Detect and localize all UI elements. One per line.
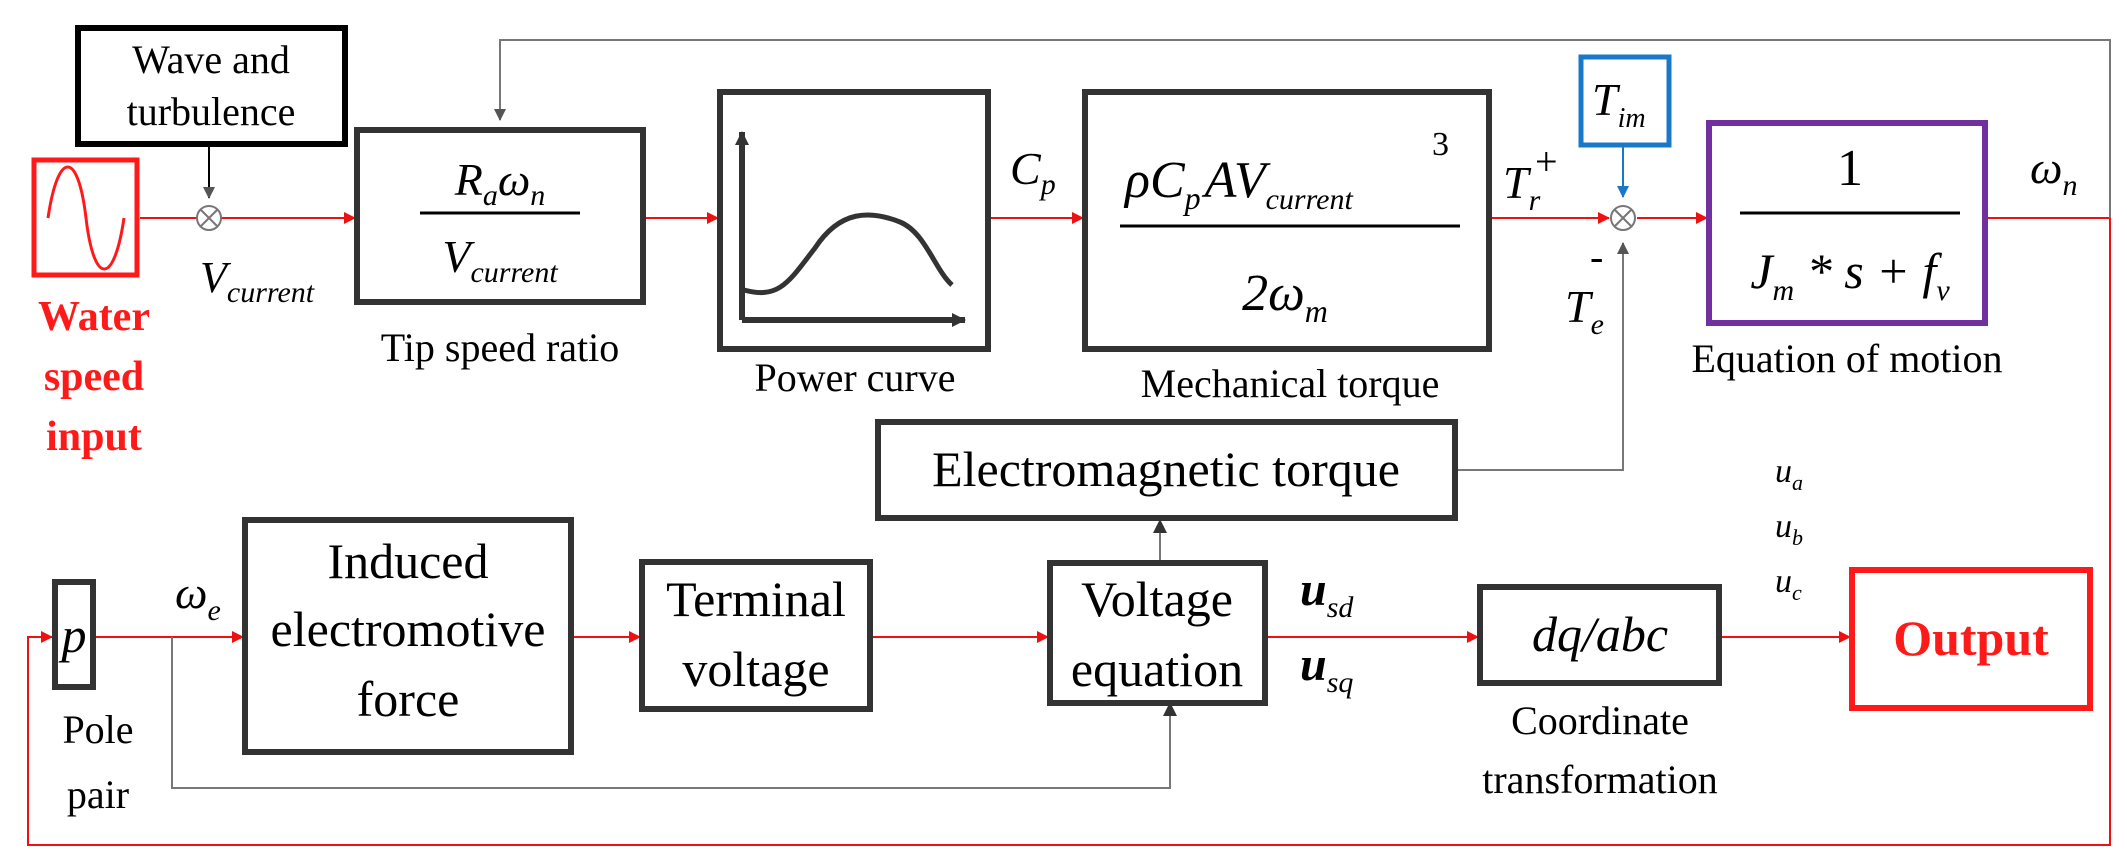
signal-te: Te [1565, 281, 1604, 341]
wave-line1: Wave and [132, 37, 290, 82]
tsr-caption: Tip speed ratio [381, 325, 620, 370]
pole-caption-line2: pair [67, 772, 129, 817]
dqabc-caption-line2: transformation [1482, 757, 1718, 802]
terminal-voltage-block: Terminal voltage [639, 559, 873, 712]
signal-tr: Tr [1503, 157, 1541, 217]
pole-caption-line1: Pole [62, 707, 133, 752]
line-te-feedback [1455, 242, 1629, 471]
water-label-line2: speed [44, 354, 144, 400]
summing-junction-torque [1610, 205, 1636, 231]
summing-junction-water [196, 205, 222, 231]
signal-tr-sign: + [1535, 139, 1558, 184]
emf-line1: Induced [327, 533, 488, 589]
motion-numerator: 1 [1837, 140, 1863, 197]
signal-v-current: Vcurrent [200, 253, 315, 309]
power-curve-block [717, 89, 991, 352]
dq-abc-block: dq/abc [1477, 584, 1722, 686]
emtorque-label: Electromagnetic torque [932, 441, 1400, 497]
tip-speed-ratio-block: Raωn Vcurrent [354, 127, 646, 305]
voltage-line1: Voltage [1081, 571, 1233, 627]
induced-emf-block: Induced electromotive force [242, 517, 574, 755]
sine-wave-icon [46, 165, 126, 271]
water-speed-input-block: Water speed input [31, 157, 150, 460]
voltage-equation-block: Voltage equation [1047, 560, 1268, 706]
electromagnetic-torque-block: Electromagnetic torque [875, 419, 1458, 521]
signal-ua: ua [1775, 453, 1803, 495]
signal-usd: usd [1300, 563, 1354, 624]
tim-block: Tim [1578, 54, 1672, 148]
signal-omega-e: ωe [175, 567, 221, 627]
emf-line3: force [357, 671, 460, 727]
wave-turbulence-block: Wave and turbulence [75, 25, 348, 147]
line-omegae-to-voltage [171, 637, 1177, 789]
mechanical-torque-block: ρCpAVcurrent 3 2ωm [1082, 89, 1492, 352]
signal-uc: uc [1775, 563, 1802, 605]
output-block: Output [1849, 567, 2093, 711]
mech-exponent: 3 [1432, 126, 1449, 163]
water-label-line1: Water [38, 294, 150, 340]
output-label: Output [1893, 610, 2049, 666]
motion-caption: Equation of motion [1691, 336, 2002, 381]
motion-denominator: Jm * s + fv [1750, 243, 1950, 307]
dqabc-caption-line1: Coordinate [1511, 698, 1689, 743]
line-omega-feedback-loop [27, 217, 2111, 846]
pole-label: p [59, 607, 87, 663]
equation-of-motion-block: 1 Jm * s + fv [1706, 120, 1988, 326]
line-omega-to-tsr [494, 39, 2111, 218]
pole-pair-block: p [52, 579, 96, 690]
tsr-denominator: Vcurrent [442, 231, 558, 289]
terminal-line2: voltage [682, 641, 829, 697]
power-curve-caption: Power curve [754, 355, 955, 400]
signal-te-sign: - [1590, 234, 1603, 279]
emf-line2: electromotive [271, 601, 546, 657]
signal-omega-n: ωn [2030, 142, 2077, 202]
signal-usq: usq [1300, 638, 1353, 699]
wave-line2: turbulence [127, 89, 296, 134]
mech-numerator: ρCpAVcurrent [1123, 152, 1353, 216]
water-label-line3: input [46, 414, 142, 460]
terminal-line1: Terminal [666, 571, 846, 627]
signal-lines [27, 39, 2111, 846]
tsr-numerator: Raωn [454, 154, 546, 212]
tim-label: Tim [1592, 74, 1646, 134]
signal-cp: Cp [1010, 143, 1056, 201]
signal-ub: ub [1775, 508, 1803, 550]
mech-denominator: 2ωm [1242, 265, 1328, 329]
mech-caption: Mechanical torque [1141, 361, 1440, 406]
power-curve-plot-icon [735, 131, 966, 327]
dqabc-label: dq/abc [1532, 606, 1668, 662]
voltage-line2: equation [1071, 641, 1243, 697]
